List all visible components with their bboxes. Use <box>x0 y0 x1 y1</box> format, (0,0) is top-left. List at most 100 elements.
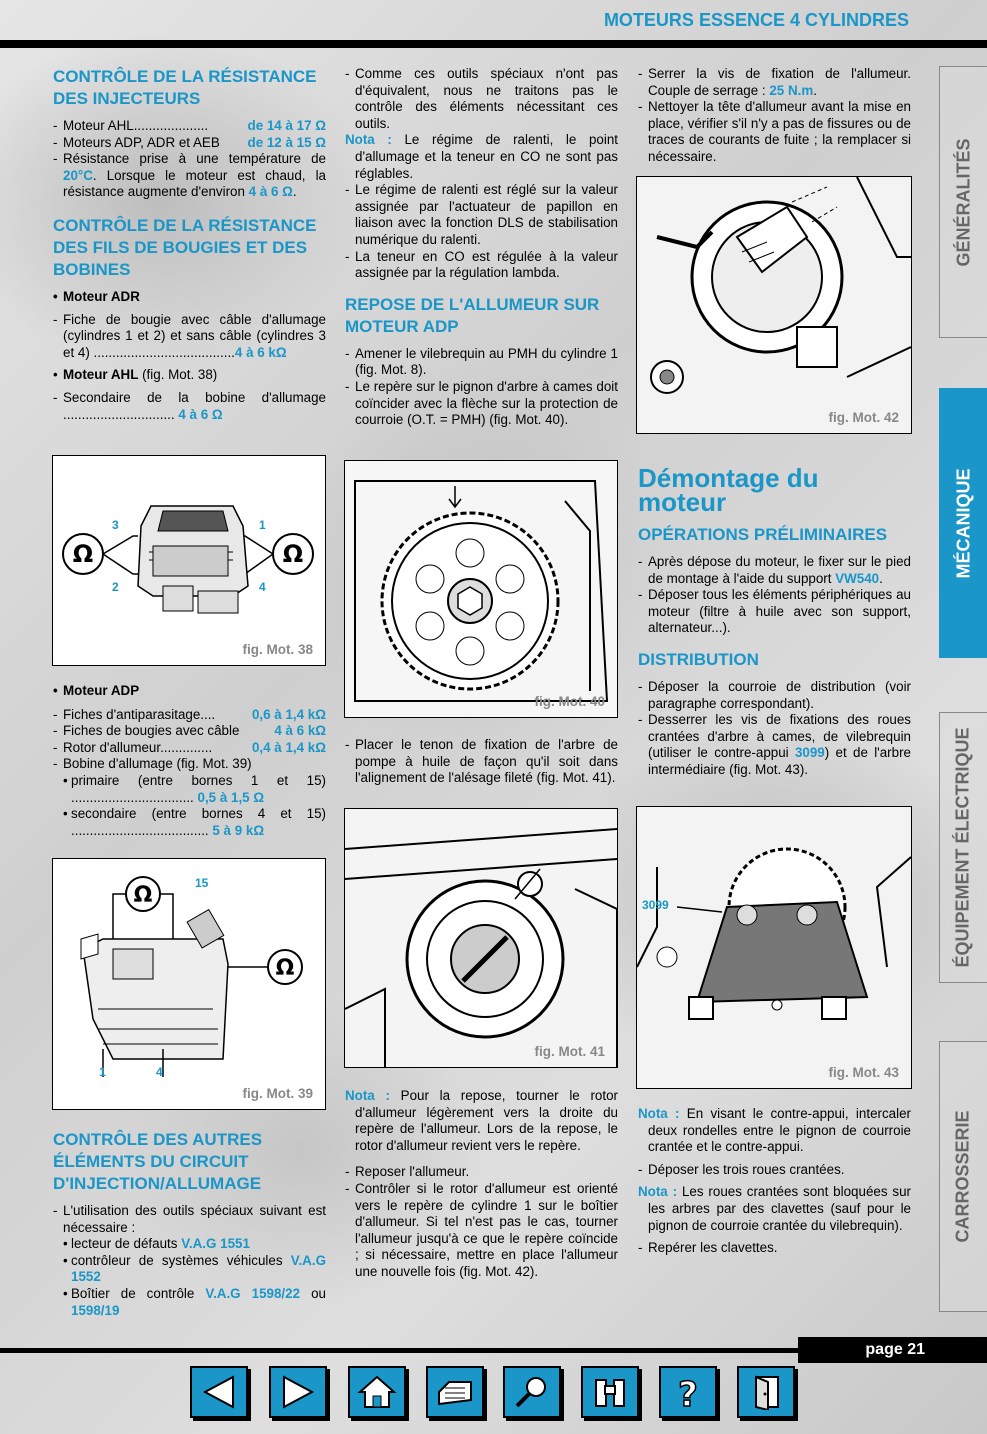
list-item: Déposer tous les éléments périphé­riques… <box>638 587 911 637</box>
list-item: La teneur en CO est régulée à la valeur … <box>345 249 618 282</box>
list-item: Secondaire de la bobine d'allumage .....… <box>53 390 326 423</box>
column-1: CONTRÔLE DE LA RÉSISTANCE DES INJECTEURS… <box>53 66 326 423</box>
binoculars-icon <box>595 1379 625 1407</box>
figure-mot-38: Ω Ω 3 1 2 4 fig. Mot. 38 <box>52 455 326 666</box>
list-item: Amener le vilebrequin au PMH du cylindre… <box>345 346 618 379</box>
heading-operations-preliminaires: OPÉRATIONS PRÉLIMINAIRES <box>638 525 888 544</box>
list-item: Déposer la courroie de distribution (voi… <box>638 679 911 712</box>
list-item: Repérer les clavettes. <box>638 1240 911 1257</box>
arrow-left-icon <box>202 1375 234 1409</box>
figure-caption: fig. Mot. 43 <box>828 1065 900 1080</box>
ohm-icon: Ω <box>134 883 153 908</box>
ohm-icon: Ω <box>276 956 295 981</box>
list-item: Nettoyer la tête d'allumeur avant la mis… <box>638 99 911 165</box>
terminal-label: 1 <box>259 518 266 532</box>
column-2: Comme ces outils spéciaux n'ont pas d'éq… <box>345 66 618 429</box>
binoculars-button[interactable] <box>581 1366 639 1418</box>
search-button[interactable] <box>503 1366 561 1418</box>
list-subitem: primaire (entre bornes 1 et 15) ........… <box>53 773 326 806</box>
header-rule <box>0 40 987 48</box>
nota: Nota : En visant le contre-appui, interc… <box>638 1106 911 1155</box>
heading-autres-elements: CONTRÔLE DES AUTRES ÉLÉMENTS DU CIRCUIT … <box>53 1130 263 1193</box>
terminal-label: 3 <box>112 518 119 532</box>
terminal-label: 2 <box>112 580 119 594</box>
column-3-bottom: Nota : En visant le contre-appui, interc… <box>638 1106 911 1257</box>
previous-page-button[interactable] <box>190 1366 248 1418</box>
home-icon <box>357 1375 397 1408</box>
list-subitem: secondaire (entre bornes 4 et 15) ......… <box>53 806 326 839</box>
list-item: Fiches d'antiparasitage....0,6 à 1,4 kΩ <box>53 707 326 724</box>
tab-mecanique[interactable]: MÉCANIQUE <box>939 388 987 658</box>
list-item: L'utilisation des outils spéciaux suivan… <box>53 1203 326 1236</box>
tab-equipement-electrique[interactable]: ÉQUIPEMENT ÉLECTRIQUE <box>939 712 987 983</box>
list-item: Comme ces outils spéciaux n'ont pas d'éq… <box>345 66 618 132</box>
tab-carrosserie[interactable]: CARROSSERIE <box>939 1041 987 1312</box>
engine-adr-title: Moteur ADR <box>53 289 326 306</box>
figure-mot-40: fig. Mot. 40 <box>344 460 618 718</box>
svg-text:?: ? <box>678 1375 698 1410</box>
print-button[interactable] <box>426 1366 484 1418</box>
list-item: Le régime de ralenti est réglé sur la va… <box>345 182 618 248</box>
list-subitem: contrôleur de systèmes véhicules V.A.G 1… <box>53 1253 326 1286</box>
heading-repose-allumeur: REPOSE DE L'ALLUMEUR SUR MOTEUR ADP <box>345 294 600 336</box>
engine-adp-title: Moteur ADP <box>53 683 326 700</box>
ignition-coil-diagram: Ω Ω <box>62 505 314 614</box>
column-3: Serrer la vis de fixation de l'allumeur.… <box>638 66 911 166</box>
help-button[interactable]: ? <box>659 1366 717 1418</box>
heading-fils-bougies: CONTRÔLE DE LA RÉSISTANCE DES FILS DE BO… <box>53 215 317 279</box>
list-item: Desserrer les vis de fixations des roues… <box>638 712 911 778</box>
list-item: Placer le tenon de fixation de l'arbre d… <box>345 737 618 787</box>
page-header-title: MOTEURS ESSENCE 4 CYLINDRES <box>603 10 909 30</box>
print-icon <box>438 1381 472 1406</box>
search-icon <box>515 1377 546 1408</box>
list-item: Après dépose du moteur, le fixer sur le … <box>638 554 911 587</box>
terminal-label: 4 <box>156 1065 163 1079</box>
figure-caption: fig. Mot. 41 <box>534 1044 606 1059</box>
figure-caption: fig. Mot. 38 <box>242 642 314 657</box>
list-item: Contrôler si le rotor d'allumeur est ori… <box>345 1181 618 1281</box>
ohm-icon: Ω <box>73 540 93 568</box>
footer-rule <box>0 1348 987 1353</box>
camshaft-sprocket-diagram <box>345 461 617 717</box>
counter-support-diagram <box>636 807 912 1088</box>
list-item: Déposer les trois roues crantées. <box>638 1162 911 1179</box>
terminal-label: 4 <box>259 580 266 594</box>
coil-adp-diagram: Ω Ω <box>80 876 303 1077</box>
arrow-right-icon <box>283 1375 315 1409</box>
tab-generalites[interactable]: GÉNÉRALITÉS <box>939 66 987 338</box>
help-icon: ? <box>677 1374 698 1410</box>
exit-button[interactable] <box>737 1366 795 1418</box>
list-subitem: Boîtier de contrôle V.A.G 1598/22 ou 159… <box>53 1286 326 1319</box>
oil-pump-shaft-diagram <box>344 809 618 1067</box>
list-item: Résistance prise à une température de 20… <box>53 151 326 201</box>
figure-caption: fig. Mot. 39 <box>242 1086 314 1101</box>
section-title: Démontage du moteur <box>638 463 819 517</box>
nota: Nota : Les roues crantées sont bloquées … <box>638 1184 911 1233</box>
column-1-bottom: CONTRÔLE DES AUTRES ÉLÉMENTS DU CIRCUIT … <box>53 1129 326 1319</box>
tool-label: 3099 <box>642 898 669 912</box>
figure-caption: fig. Mot. 40 <box>534 694 606 709</box>
terminal-label: 15 <box>195 876 209 890</box>
list-item: Rotor d'allumeur..............0,4 à 1,4 … <box>53 740 326 757</box>
list-item: Fiche de bougie avec câble d'allumage (c… <box>53 312 326 362</box>
distributor-diagram <box>637 176 912 433</box>
column-2-bottom: Nota : Pour la repose, tourner le rotor … <box>345 1088 618 1281</box>
list-subitem: lecteur de défauts V.A.G 1551 <box>53 1236 326 1253</box>
heading-distribution: DISTRIBUTION <box>638 649 759 669</box>
ohm-icon: Ω <box>283 540 303 568</box>
list-item: Reposer l'allumeur. <box>345 1164 618 1181</box>
figure-caption: fig. Mot. 42 <box>828 410 900 425</box>
column-3-middle: Démontage du moteur OPÉRATIONS PRÉLIMINA… <box>638 463 911 779</box>
nota: Nota : Pour la repose, tourner le rotor … <box>345 1088 619 1153</box>
exit-icon <box>755 1375 779 1410</box>
list-item: Serrer la vis de fixation de l'allumeur.… <box>638 66 911 99</box>
heading-injecteurs: CONTRÔLE DE LA RÉSISTANCE DES INJECTEURS <box>53 67 317 108</box>
column-2-middle: Placer le tenon de fixation de l'arbre d… <box>345 737 618 787</box>
home-button[interactable] <box>348 1366 406 1418</box>
list-item: Le repère sur le pignon d'arbre à cames … <box>345 379 618 429</box>
next-page-button[interactable] <box>269 1366 327 1418</box>
page-number: page 21 <box>798 1337 987 1363</box>
figure-mot-43: 3099 fig. Mot. 43 <box>636 806 912 1089</box>
